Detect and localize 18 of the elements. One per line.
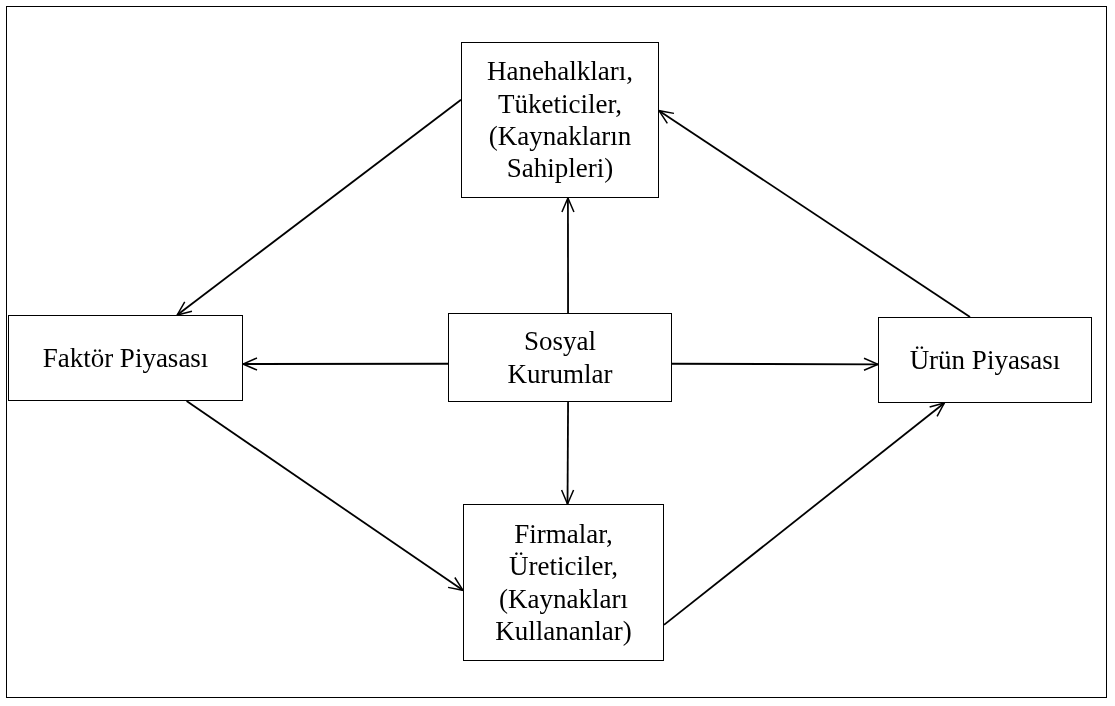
arrow xyxy=(185,400,464,592)
arrow xyxy=(242,357,449,371)
box-label: Sosyal Kurumlar xyxy=(506,325,614,390)
box-label: Ürün Piyasası xyxy=(909,343,1061,377)
arrow xyxy=(658,109,971,318)
box-label: Hanehalkları, Tüketiciler, (Kaynakların Sahipleri) xyxy=(485,55,635,185)
process-box xyxy=(463,504,664,661)
process-box xyxy=(8,315,243,401)
process-box xyxy=(448,313,672,402)
arrow xyxy=(560,401,575,505)
arrow xyxy=(663,402,946,626)
box-label: Firmalar, Üreticiler, (Kaynakları Kullananlar) xyxy=(494,517,633,648)
box-label: Faktör Piyasası xyxy=(42,341,209,375)
process-box xyxy=(461,42,659,198)
process-box xyxy=(878,317,1092,403)
arrow xyxy=(561,197,575,314)
arrow xyxy=(671,357,879,371)
arrow xyxy=(176,98,462,316)
